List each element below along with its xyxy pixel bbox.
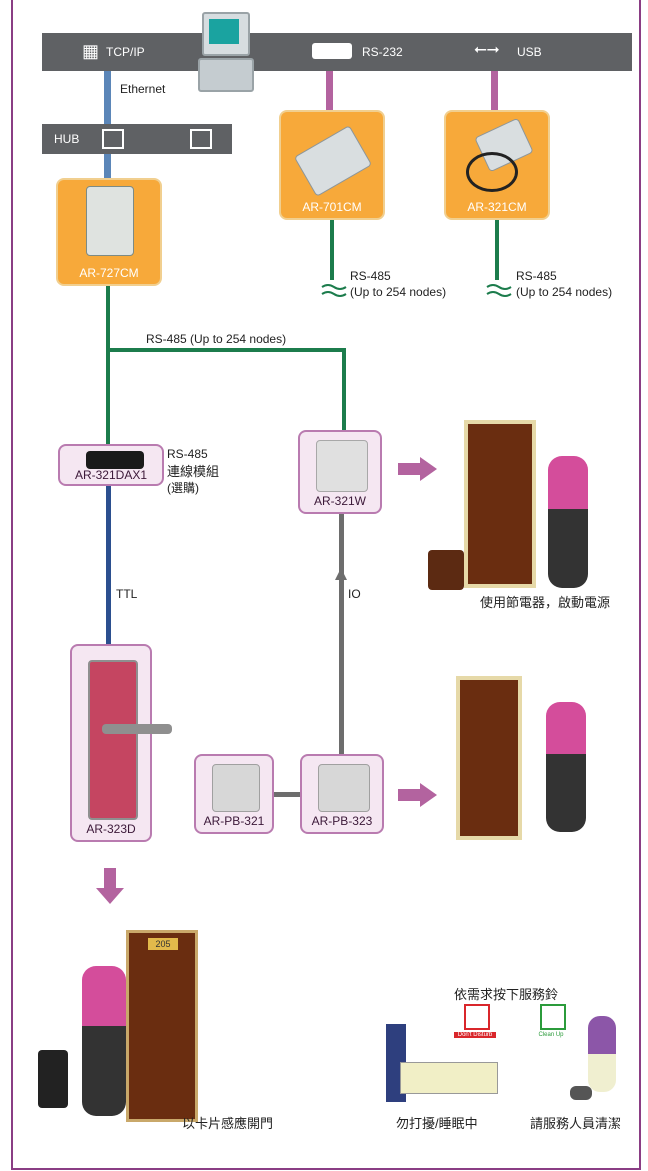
device-ar-pb-321: AR-PB-321 [194, 754, 274, 834]
ttl-label: TTL [116, 587, 138, 601]
tcpip-label: TCP/IP [106, 45, 145, 59]
serial-port-icon [312, 43, 352, 59]
rs232-label: RS-232 [362, 45, 403, 59]
ar-pb-323-image [318, 764, 370, 812]
luggage-image [38, 1050, 68, 1108]
ethernet-line [104, 70, 111, 125]
ar-pb-321-label: AR-PB-321 [203, 814, 265, 828]
arrow-down [96, 868, 124, 904]
ar-323d-handle [102, 724, 172, 734]
ethernet-label: Ethernet [120, 82, 166, 96]
rs485-main-label: RS-485 (Up to 254 nodes) [146, 332, 287, 346]
usb-label: USB [517, 45, 542, 59]
ar-323d-image [88, 660, 138, 820]
room-number-plate: 205 [148, 938, 178, 950]
rs485-label-321cm: RS-485 (Up to 254 nodes) [516, 268, 612, 300]
ar-321cm-cable [466, 152, 518, 192]
rs485-label-701: RS-485 (Up to 254 nodes) [350, 268, 446, 300]
usb-icon: ⭠⭢ [474, 41, 500, 58]
rs485-b-line2: (Up to 254 nodes) [516, 285, 613, 299]
ttl-line [106, 484, 111, 646]
ar-323d-label: AR-323D [86, 822, 136, 836]
io-arrow [335, 568, 347, 580]
rs485-line-321cm [495, 220, 499, 280]
rs485-b-line1: RS-485 [516, 269, 557, 283]
rs485-main-horizontal [106, 348, 346, 352]
door-scene-checkin: 205 [30, 930, 200, 1122]
pb-link [272, 792, 302, 797]
rs485-end-wave-701 [321, 284, 347, 297]
rs485-line-701 [330, 220, 334, 280]
caption-card-open: 以卡片感應開門 [182, 1116, 274, 1131]
device-ar-pb-323: AR-PB-323 [300, 754, 384, 834]
ar-701cm-label: AR-701CM [302, 200, 362, 214]
network-icon: ▦ [82, 41, 100, 61]
device-ar-321w: AR-321W [298, 430, 382, 514]
device-ar-321dax1: AR-321DAX1 [58, 444, 164, 486]
caption-service-bell: 依需求按下服務鈴 [454, 987, 559, 1002]
rs232-line [326, 70, 333, 112]
hub-label: HUB [54, 132, 80, 146]
hub-bar: HUB [42, 124, 232, 154]
rs485-module-line1: RS-485 [167, 447, 208, 461]
network-bar: ▦ TCP/IP RS-232 ⭠⭢ USB [42, 33, 632, 71]
device-ar-323d: AR-323D [70, 644, 172, 842]
clean-sign-text: Clean Up [538, 1032, 564, 1038]
door-image [464, 420, 536, 588]
ar-321dax1-image [86, 451, 144, 469]
ar-321cm-label: AR-321CM [467, 200, 527, 214]
door-image-3 [126, 930, 198, 1122]
ar-321dax1-label: AR-321DAX1 [74, 468, 148, 482]
io-line [339, 514, 344, 756]
diagram-frame [11, 0, 641, 1170]
caption-power-saver: 使用節電器，啟動電源 [480, 595, 611, 610]
ar-727cm-image [86, 186, 134, 256]
rs485-end-wave-321cm [486, 284, 512, 297]
caption-cleanup: 請服務人員清潔 [530, 1116, 622, 1131]
device-ar-701cm: AR-701CM [279, 110, 385, 220]
rs485-module-line3: (選購) [167, 481, 199, 495]
rs485-a-line1: RS-485 [350, 269, 391, 283]
person-image-3 [82, 966, 126, 1116]
ar-727cm-label: AR-727CM [79, 266, 139, 280]
rs485-to-321w [342, 348, 346, 432]
door-image-2 [456, 676, 522, 840]
dnd-sign-text: Don't Disturb [454, 1032, 496, 1038]
ar-321w-label: AR-321W [313, 494, 366, 508]
rs485-main-vertical [106, 285, 110, 445]
lamp-table-image [428, 550, 464, 590]
person-image-2 [546, 702, 586, 832]
ar-pb-323-label: AR-PB-323 [311, 814, 373, 828]
device-ar-727cm: AR-727CM [56, 178, 162, 286]
rs485-a-line2: (Up to 254 nodes) [350, 285, 447, 299]
rs485-module-line2: 連線模組 [167, 464, 220, 479]
caption-dnd: 勿打擾/睡眠中 [396, 1116, 478, 1131]
hub-port-icon-1 [102, 129, 124, 149]
person-image [548, 456, 588, 588]
door-scene-card [450, 672, 630, 840]
rs485-module-label: RS-485 連線模組 (選購) [167, 446, 219, 497]
clean-sign: Clean Up [534, 1004, 568, 1044]
hub-port-icon-2 [190, 129, 212, 149]
ar-321w-image [316, 440, 368, 492]
device-ar-321cm: AR-321CM [444, 110, 550, 220]
arrow-to-door-2 [398, 783, 437, 807]
door-scene-power [428, 420, 638, 610]
ar-701cm-image [293, 125, 373, 197]
io-label: IO [348, 587, 361, 601]
cleaner-image [570, 1016, 624, 1100]
arrow-to-door-1 [398, 457, 437, 481]
usb-line [491, 70, 498, 112]
ethernet-line-hub-to-727 [104, 152, 111, 182]
computer-icon [196, 10, 254, 92]
bed-image [386, 1024, 498, 1102]
ar-pb-321-image [212, 764, 260, 812]
dnd-sign: Don't Disturb [454, 1004, 496, 1044]
